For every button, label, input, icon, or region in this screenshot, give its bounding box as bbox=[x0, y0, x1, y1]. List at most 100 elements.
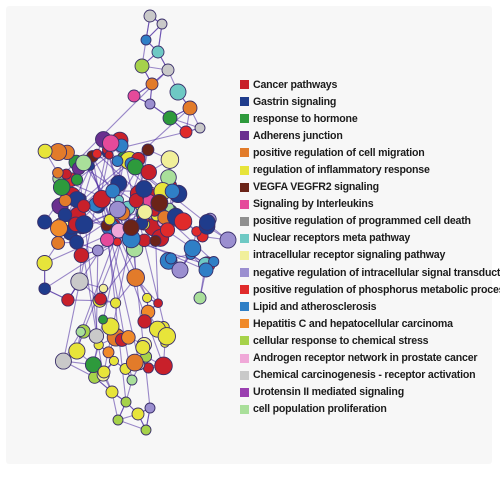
legend-item: Lipid and atherosclerosis bbox=[240, 298, 496, 315]
network-node bbox=[137, 314, 152, 329]
network-node bbox=[73, 247, 90, 264]
network-node bbox=[154, 356, 173, 376]
network-node bbox=[128, 193, 144, 209]
network-node bbox=[143, 9, 157, 23]
network-node bbox=[38, 282, 51, 295]
network-node bbox=[98, 314, 108, 325]
network-node bbox=[91, 244, 104, 257]
network-node bbox=[150, 193, 169, 212]
network-node bbox=[131, 407, 145, 421]
legend-item: positive regulation of cell migration bbox=[240, 144, 496, 161]
network-node bbox=[160, 150, 180, 169]
legend-label: Lipid and atherosclerosis bbox=[253, 300, 377, 313]
legend-item: Hepatitis C and hepatocellular carcinoma bbox=[240, 315, 496, 332]
network-node bbox=[162, 110, 178, 126]
network-node bbox=[156, 18, 168, 30]
legend-item: Cancer pathways bbox=[240, 76, 496, 93]
legend-label: positive regulation of phosphorus metabo… bbox=[253, 283, 500, 296]
legend-item: Nuclear receptors meta pathway bbox=[240, 230, 496, 247]
network-node bbox=[88, 328, 105, 344]
network-node bbox=[52, 178, 71, 196]
network-node bbox=[94, 292, 108, 306]
network-node bbox=[61, 293, 75, 307]
network-node bbox=[84, 356, 102, 374]
network-node bbox=[198, 214, 216, 231]
network-node bbox=[105, 385, 119, 399]
legend-item: cellular response to chemical stress bbox=[240, 332, 496, 349]
legend-label: VEGFA VEGFR2 signaling bbox=[253, 181, 379, 194]
network-node bbox=[159, 222, 176, 238]
legend-swatch bbox=[240, 250, 249, 260]
network-node bbox=[75, 326, 86, 338]
network-node bbox=[100, 232, 115, 247]
network-node bbox=[140, 424, 152, 436]
legend-label: positive regulation of programmed cell d… bbox=[253, 215, 471, 228]
legend-label: positive regulation of cell migration bbox=[253, 146, 425, 159]
network-node bbox=[126, 268, 145, 287]
legend-swatch bbox=[240, 319, 249, 329]
network-node bbox=[164, 183, 181, 199]
legend-swatch bbox=[240, 302, 249, 312]
legend-label: negative regulation of intracellular sig… bbox=[253, 266, 500, 279]
legend-swatch bbox=[240, 285, 249, 295]
network-node bbox=[135, 340, 151, 355]
network-node bbox=[51, 235, 66, 250]
network-node bbox=[92, 148, 102, 159]
legend-swatch bbox=[240, 233, 249, 243]
network-node bbox=[37, 214, 53, 230]
network-node bbox=[121, 330, 136, 345]
network-node bbox=[102, 346, 115, 359]
network-node bbox=[110, 297, 122, 309]
network-node bbox=[75, 215, 94, 234]
legend-item: cell population proliferation bbox=[240, 401, 496, 418]
network-node bbox=[219, 231, 237, 249]
network-node bbox=[142, 292, 153, 303]
legend-item: Chemical carcinogenesis - receptor activ… bbox=[240, 367, 496, 384]
network-node bbox=[68, 342, 86, 360]
legend-label: Urotensin II mediated signaling bbox=[253, 386, 404, 399]
network-node bbox=[37, 143, 53, 159]
network-node bbox=[102, 134, 120, 152]
network-node bbox=[171, 261, 189, 279]
legend-item: positive regulation of programmed cell d… bbox=[240, 213, 496, 230]
network-node bbox=[52, 167, 64, 179]
legend-label: response to hormone bbox=[253, 112, 358, 125]
legend-label: intracellular receptor signaling pathway bbox=[253, 249, 446, 262]
legend-swatch bbox=[240, 182, 249, 192]
legend-label: Cancer pathways bbox=[253, 78, 338, 91]
legend-swatch bbox=[240, 404, 249, 414]
legend-swatch bbox=[240, 114, 249, 124]
legend-item: positive regulation of phosphorus metabo… bbox=[240, 281, 500, 298]
network-node bbox=[126, 374, 138, 386]
network-node bbox=[50, 219, 68, 238]
network-node bbox=[144, 98, 156, 110]
network-node bbox=[104, 150, 114, 160]
network-node bbox=[54, 352, 72, 370]
network-node bbox=[108, 355, 119, 366]
network-node bbox=[182, 100, 198, 116]
legend-swatch bbox=[240, 336, 249, 346]
legend-label: Chemical carcinogenesis - receptor activ… bbox=[253, 369, 476, 382]
legend-label: Signaling by Interleukins bbox=[253, 198, 374, 211]
legend-swatch bbox=[240, 148, 249, 158]
network-node bbox=[198, 262, 214, 278]
legend-swatch bbox=[240, 165, 249, 175]
network-node bbox=[70, 272, 89, 291]
legend-swatch bbox=[240, 387, 249, 397]
legend-label: cellular response to chemical stress bbox=[253, 334, 429, 347]
legend-item: intracellular receptor signaling pathway bbox=[240, 247, 496, 264]
network-node bbox=[75, 154, 92, 172]
network-node bbox=[109, 200, 127, 219]
network-node bbox=[149, 234, 162, 247]
legend-item: Androgen receptor network in prostate ca… bbox=[240, 350, 496, 367]
network-node bbox=[169, 83, 187, 101]
legend-swatch bbox=[240, 199, 249, 209]
legend-item: Urotensin II mediated signaling bbox=[240, 384, 496, 401]
legend-label: Gastrin signaling bbox=[253, 95, 337, 108]
legend-label: Androgen receptor network in prostate ca… bbox=[253, 352, 478, 365]
network-node bbox=[179, 125, 193, 139]
legend-swatch bbox=[240, 97, 249, 107]
